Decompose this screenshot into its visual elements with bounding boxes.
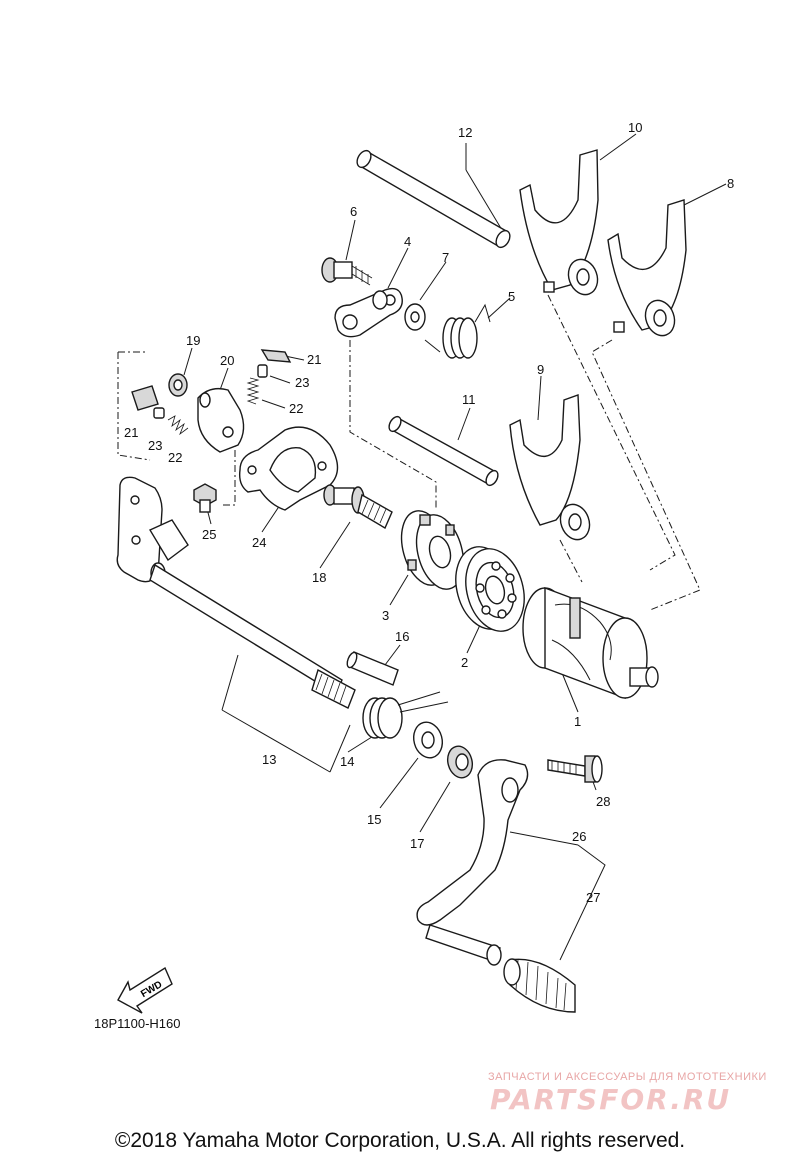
label-part-13: 13 — [262, 752, 276, 767]
watermark-tagline: ЗАПЧАСТИ И АКСЕССУАРЫ ДЛЯ МОТОТЕХНИКИ — [488, 1071, 767, 1083]
fwd-arrow-icon: FWD — [117, 966, 173, 1014]
label-part-5: 5 — [508, 289, 515, 304]
label-part-17: 17 — [410, 836, 424, 851]
part-5-torsion-spring — [424, 303, 491, 359]
part-9-shift-fork — [509, 394, 591, 541]
part-1-shift-drum — [522, 586, 659, 700]
dashed-guide-lines — [117, 294, 701, 611]
label-part-6: 6 — [350, 204, 357, 219]
copyright-text: ©2018 Yamaha Motor Corporation, U.S.A. A… — [114, 1129, 686, 1152]
label-part-27: 27 — [586, 890, 600, 905]
label-part-21-lower: 21 — [124, 425, 138, 440]
label-part-7: 7 — [442, 250, 449, 265]
part-22-spring-lower — [167, 415, 189, 436]
label-part-16: 16 — [395, 629, 409, 644]
label-part-21-upper: 21 — [307, 352, 321, 367]
label-part-12: 12 — [458, 125, 472, 140]
part-23-pin — [257, 364, 268, 378]
part-4-lever — [334, 287, 403, 338]
part-26-shift-pedal — [416, 759, 529, 966]
part-24-guide-plate — [238, 426, 339, 511]
part-3-segment — [400, 510, 465, 590]
part-15-washer — [412, 721, 444, 759]
part-27-pedal-rubber — [503, 958, 576, 1013]
label-part-10: 10 — [628, 120, 642, 135]
part-21-pawl — [260, 349, 292, 363]
watermark-logo: PARTSFOR.RU — [490, 1083, 732, 1116]
part-28-bolt — [547, 755, 603, 783]
part-21-pawl-lower — [131, 385, 159, 411]
label-part-9: 9 — [537, 362, 544, 377]
label-part-22-lower: 22 — [168, 450, 182, 465]
part-16-pin — [346, 651, 399, 686]
part-labels: 12 10 8 6 4 7 5 9 11 19 20 21 23 22 21 2… — [124, 120, 734, 905]
part-14-spring — [362, 691, 449, 739]
part-18-stud-bolt — [323, 484, 393, 530]
label-part-2: 2 — [461, 655, 468, 670]
label-part-4: 4 — [404, 234, 411, 249]
diagram-code: 18P1100-H160 — [94, 1016, 181, 1031]
part-12-fork-shaft — [356, 149, 511, 249]
part-8-shift-fork — [607, 199, 687, 337]
leader-lines — [183, 133, 727, 961]
part-22-spring — [246, 377, 260, 405]
label-part-24: 24 — [252, 535, 266, 550]
label-part-14: 14 — [340, 754, 354, 769]
part-2-bearing — [455, 546, 525, 632]
part-17-oil-seal — [446, 745, 474, 779]
label-part-22-upper: 22 — [289, 401, 303, 416]
label-part-18: 18 — [312, 570, 326, 585]
label-part-26: 26 — [572, 829, 586, 844]
label-part-25: 25 — [202, 527, 216, 542]
part-13-shift-shaft — [116, 476, 356, 709]
label-part-8: 8 — [727, 176, 734, 191]
part-25-bolt — [193, 483, 217, 513]
label-part-1: 1 — [574, 714, 581, 729]
label-part-3: 3 — [382, 608, 389, 623]
part-11-fork-shaft — [388, 415, 499, 487]
part-10-shift-fork — [519, 149, 599, 296]
part-20-stopper-lever — [197, 387, 245, 453]
part-6-bolt — [321, 257, 373, 286]
part-19-collar — [168, 373, 188, 397]
label-part-19: 19 — [186, 333, 200, 348]
label-part-23-lower: 23 — [148, 438, 162, 453]
label-part-23-upper: 23 — [295, 375, 309, 390]
part-23-pin-lower — [153, 407, 165, 419]
label-part-11: 11 — [462, 392, 476, 407]
part-7-washer — [404, 303, 426, 331]
label-part-28: 28 — [596, 794, 610, 809]
label-part-20: 20 — [220, 353, 234, 368]
label-part-15: 15 — [367, 812, 381, 827]
